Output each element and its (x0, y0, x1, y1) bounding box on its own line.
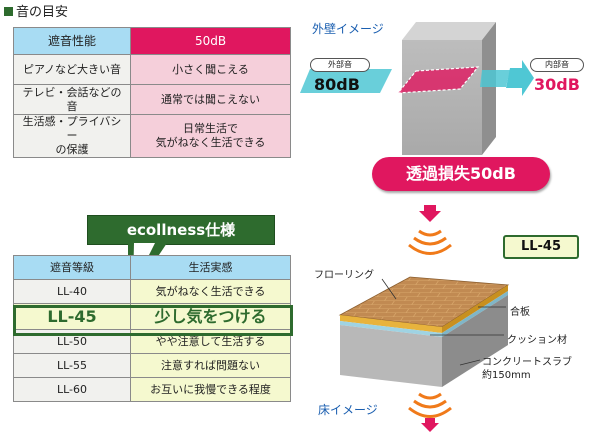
cell-line: 日常生活で (183, 122, 238, 135)
arrow-down-icon (421, 418, 439, 432)
wall-front (402, 40, 482, 155)
table-header-row: 遮音等級 生活実感 (13, 255, 291, 280)
table-cell: 気がねなく生活できる (130, 279, 291, 304)
table-cell: お互いに我慢できる程度 (130, 377, 291, 402)
wall-side (402, 22, 496, 40)
plywood-front (340, 315, 442, 333)
cell-line: 気がねなく生活できる (155, 136, 266, 149)
cushion-front (340, 321, 442, 337)
table-cell: LL-40 (13, 279, 131, 304)
outside-sound-label: 外部音 (310, 58, 370, 72)
table-row: 生活感・プライバシーの保護 日常生活で気がねなく生活できる (13, 114, 291, 158)
square-bullet-icon (4, 7, 13, 16)
cell-line: 生活感・プライバシー (22, 115, 122, 142)
table-cell: 注意すれば問題ない (130, 353, 291, 378)
sound-band (300, 69, 392, 93)
concrete-right (442, 295, 508, 387)
sound-insulation-table: 遮音性能 50dB ピアノなど大きい音 小さく聞こえる テレビ・会話などの音 通… (13, 27, 291, 158)
ecollness-callout: ecollness仕様 (87, 215, 275, 245)
floor-image-title: 床イメージ (318, 403, 378, 417)
table-cell: LL-55 (13, 353, 131, 378)
outside-sound-value: 80dB (314, 75, 360, 94)
impact-sound-grade-table: 遮音等級 生活実感 LL-40 気がねなく生活できる LL-45 少し気をつける… (13, 255, 291, 402)
table-row: ピアノなど大きい音 小さく聞こえる (13, 54, 291, 85)
table-row: LL-40 気がねなく生活できる (13, 279, 291, 304)
concrete-front (340, 325, 442, 387)
table-row: LL-55 注意すれば問題ない (13, 353, 291, 378)
table-cell: テレビ・会話などの音 (13, 84, 131, 115)
sound-band-exit (480, 70, 510, 87)
table-row-highlighted: LL-45 少し気をつける (13, 303, 291, 330)
section-title: 音の目安 (4, 1, 68, 20)
cushion-right (442, 291, 508, 337)
table-cell: 小さく聞こえる (130, 54, 291, 85)
arrow-right-icon (506, 60, 534, 96)
transmission-loss-badge: 透過損失50dB (372, 157, 550, 191)
table-cell: 日常生活で気がねなく生活できる (130, 114, 291, 158)
table-header-row: 遮音性能 50dB (13, 27, 291, 55)
sound-wave-icon (408, 205, 452, 255)
cushion-label: クッション材 (507, 335, 567, 346)
table-header-cell: 生活実感 (130, 255, 291, 280)
wall-right (482, 22, 496, 155)
table-cell: ピアノなど大きい音 (13, 54, 131, 85)
table-row: テレビ・会話などの音 通常では聞こえない (13, 84, 291, 115)
plywood-right (442, 285, 508, 333)
table-row: LL-60 お互いに我慢できる程度 (13, 377, 291, 402)
ll-45-badge: LL-45 (503, 235, 579, 259)
concrete-label: コンクリートスラブ約150mm (482, 356, 572, 382)
table-header-cell: 遮音性能 (13, 27, 131, 55)
table-cell: 少し気をつける (130, 303, 291, 330)
concrete-label-line: コンクリートスラブ (482, 357, 572, 368)
table-cell: やや注意して生活する (130, 329, 291, 354)
arrow-down-icon (419, 205, 441, 222)
concrete-thickness: 約150mm (482, 370, 531, 381)
table-cell: LL-50 (13, 329, 131, 354)
plywood-label: 合板 (510, 307, 530, 318)
table-cell: 生活感・プライバシーの保護 (13, 114, 131, 158)
inside-sound-label: 内部音 (530, 58, 584, 72)
table-header-cell: 50dB (130, 27, 291, 55)
wall-image-title: 外壁イメージ (312, 22, 384, 36)
sound-wave-icon (408, 392, 452, 432)
flooring-label: フローリング (314, 270, 374, 281)
floor-cross-section (338, 276, 510, 387)
table-cell: LL-60 (13, 377, 131, 402)
section-title-text: 音の目安 (16, 5, 69, 20)
table-row: LL-50 やや注意して生活する (13, 329, 291, 354)
table-cell: 通常では聞こえない (130, 84, 291, 115)
table-header-cell: 遮音等級 (13, 255, 131, 280)
sound-band-through (398, 67, 478, 93)
cell-line: の保護 (55, 143, 89, 156)
table-cell: LL-45 (13, 303, 131, 330)
inside-sound-value: 30dB (534, 75, 580, 94)
sound-band-outline (396, 66, 480, 94)
wall-illustration (300, 22, 534, 155)
